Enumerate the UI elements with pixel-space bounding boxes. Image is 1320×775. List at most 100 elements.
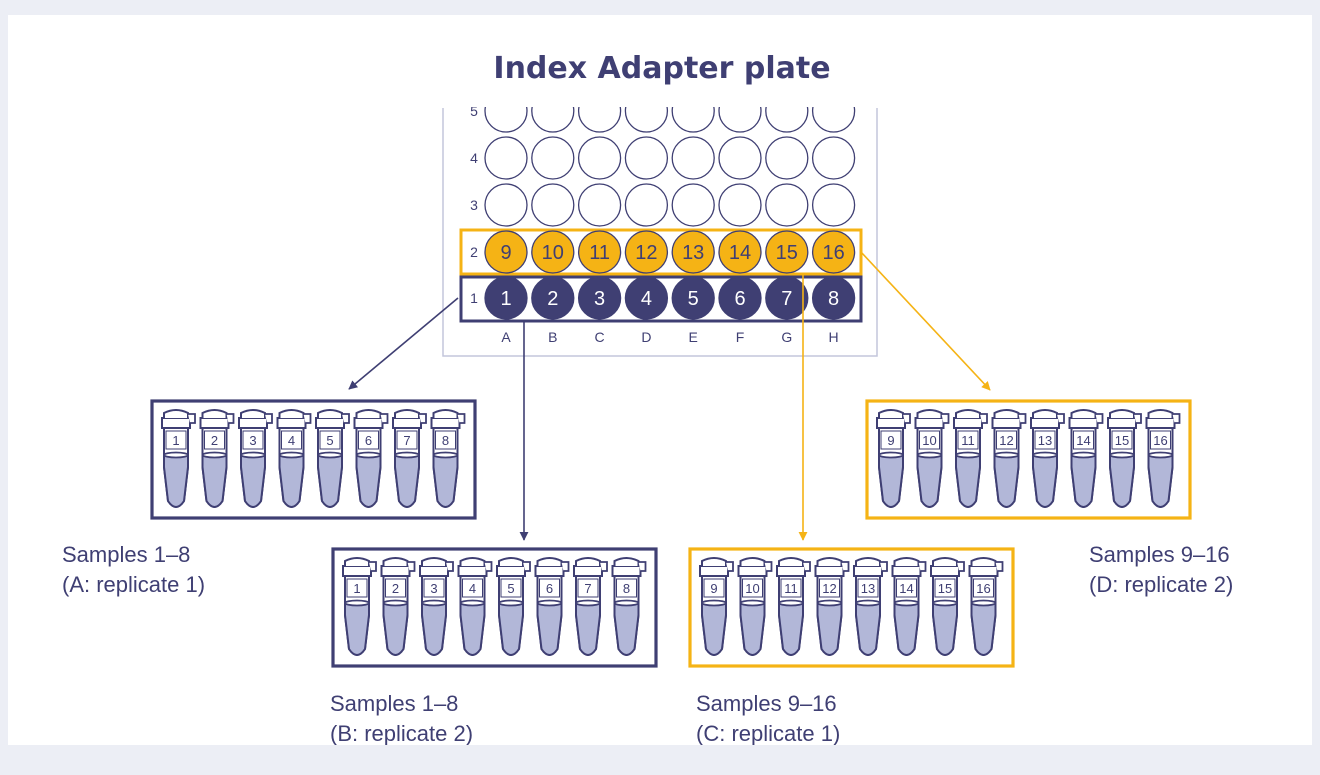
liquid-surface (394, 451, 420, 459)
tube-liquid (422, 603, 446, 655)
tube-liquid (1110, 455, 1134, 507)
tube-rim (496, 565, 526, 577)
tube-outline (878, 427, 904, 508)
tube-number: 12 (999, 433, 1013, 448)
tube-label-box (1034, 430, 1056, 450)
empty-well (577, 107, 622, 133)
tube: 2 (199, 409, 235, 508)
tube-label-box (423, 578, 445, 598)
page-title: Index Adapter plate (493, 51, 830, 86)
liquid-surface (739, 599, 766, 607)
cap-hinge (484, 561, 493, 572)
tube-label-box (281, 430, 302, 450)
filled-well-navy (811, 276, 856, 320)
liquid-surface (878, 451, 904, 459)
liquid-surface (970, 599, 997, 607)
cap-hinge (600, 561, 608, 572)
filled-well-navy (718, 276, 762, 320)
tube-liquid (817, 603, 842, 655)
liquid-surface (613, 599, 640, 607)
filled-well-navy (577, 276, 622, 320)
liquid-surface (1147, 451, 1174, 459)
tube-liquid (499, 603, 523, 655)
tube: 15 (930, 557, 965, 656)
tube-cap (1147, 409, 1174, 418)
tube-number: 1 (172, 433, 179, 448)
row-label: 2 (470, 244, 478, 260)
tube-rim (1145, 417, 1176, 429)
tube-liquid (202, 455, 227, 507)
tube-liquid (395, 455, 419, 507)
tube-number: 15 (938, 581, 952, 596)
caption-b-line1: Samples 1–8 (330, 691, 458, 716)
tube-label-box (319, 430, 341, 450)
tube-cap (421, 557, 447, 566)
tube: 8 (611, 557, 647, 656)
tube-outline (459, 575, 486, 656)
caption-b-line2: (B: replicate 2) (330, 721, 473, 745)
well-number: 14 (729, 242, 751, 264)
tube-number: 5 (326, 433, 333, 448)
cap-hinge (980, 413, 988, 424)
tube: 6 (353, 409, 389, 508)
tube-liquid (702, 603, 726, 655)
well-number: 4 (641, 288, 652, 310)
liquid-surface (1032, 451, 1058, 459)
well-number: 8 (828, 288, 839, 310)
plate-wells (484, 107, 856, 227)
well-number: 5 (688, 288, 699, 310)
tube: 14 (891, 557, 927, 656)
liquid-surface (1070, 451, 1097, 459)
tube-rim (342, 565, 372, 577)
tube-outline (778, 575, 804, 656)
tube-number: 12 (822, 581, 836, 596)
tube-outline (278, 427, 305, 508)
liquid-surface (855, 599, 881, 607)
tube-number: 13 (1038, 433, 1052, 448)
tube: 13 (853, 557, 888, 656)
filled-well-gold (531, 230, 575, 274)
tube-label-box (957, 430, 979, 450)
tube: 10 (737, 557, 773, 656)
column-label: D (641, 329, 651, 345)
empty-well (577, 183, 622, 227)
filled-well-navy (484, 276, 528, 320)
well-number: 1 (500, 288, 511, 310)
tube-cap (1070, 409, 1097, 418)
tube-label-box (242, 430, 264, 450)
tube-number: 16 (976, 581, 990, 596)
empty-well (577, 136, 622, 180)
liquid-surface (421, 599, 447, 607)
tube-liquid (856, 603, 880, 655)
filled-well-navy (765, 276, 809, 320)
tube-cap (163, 409, 189, 418)
tube-liquid (879, 455, 903, 507)
tube-number: 4 (288, 433, 295, 448)
tube-label-box (857, 578, 879, 598)
tube: 7 (392, 409, 427, 508)
tube: 12 (991, 409, 1027, 508)
caption-d-line2: (D: replicate 2) (1089, 572, 1233, 597)
tube-number: 3 (249, 433, 256, 448)
tube: 5 (496, 557, 531, 656)
tube-rim (611, 565, 642, 577)
cap-hinge (880, 561, 888, 572)
tube-number: 8 (623, 581, 630, 596)
row-label: 4 (470, 150, 478, 166)
empty-well (811, 183, 856, 227)
cap-hinge (303, 413, 312, 424)
tube-number: 1 (353, 581, 360, 596)
tube-cap (382, 557, 409, 566)
tube-label-box (1111, 430, 1133, 450)
empty-well (531, 136, 575, 180)
tube-rim (1068, 417, 1099, 429)
cap-hinge (957, 561, 965, 572)
tube: 3 (238, 409, 273, 508)
cap-hinge (380, 413, 389, 424)
caption-c-line2: (C: replicate 1) (696, 721, 840, 745)
tube-cap (536, 557, 563, 566)
tube-outline (970, 575, 997, 656)
cap-hinge (638, 561, 647, 572)
